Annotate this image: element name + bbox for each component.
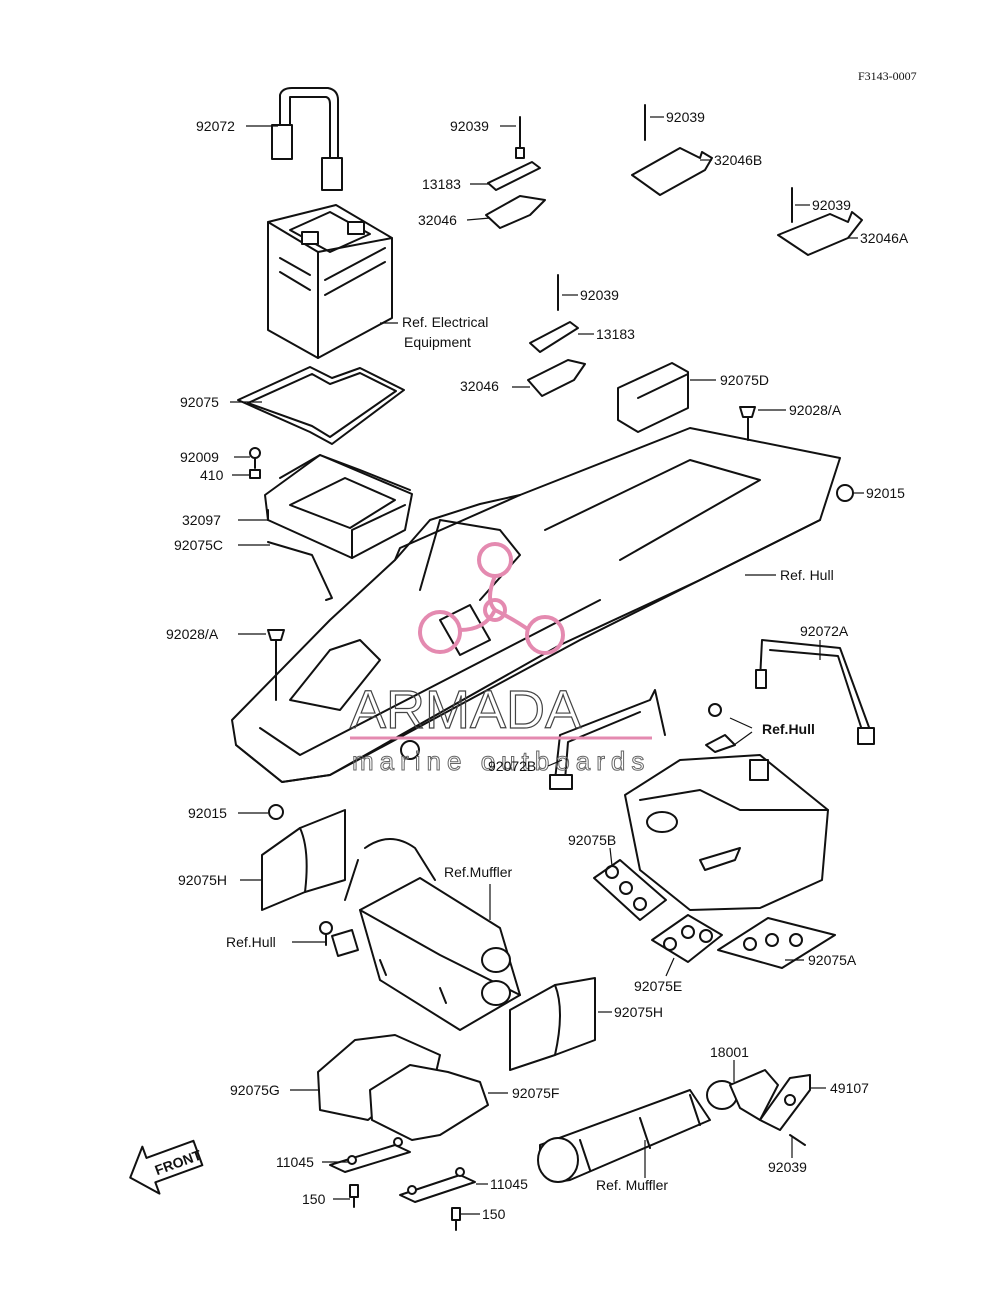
callout-label: Ref. Electrical	[402, 314, 488, 330]
exhaust-pipe	[537, 1089, 711, 1183]
strap-92072B	[549, 689, 666, 790]
callout-label: 18001	[710, 1044, 749, 1060]
callout-label: 11045	[276, 1154, 314, 1170]
fuel-tank	[624, 754, 829, 911]
callout-label: 92015	[188, 805, 227, 821]
callout-label: 92039	[450, 118, 489, 134]
battery-pad	[237, 366, 405, 445]
callout-label: 92075C	[174, 537, 223, 553]
callout-label: Equipment	[404, 334, 471, 350]
pad-92075H-upper	[261, 809, 346, 911]
battery-strap	[271, 87, 343, 191]
callout-label: 92075G	[230, 1082, 280, 1098]
hull-fastener-right	[705, 703, 736, 753]
callout-label: 32046	[460, 378, 499, 394]
bolt-92039-exhaust	[789, 1134, 806, 1146]
watermark-tagline: marine outboards	[352, 746, 650, 776]
bracket-set-right	[631, 104, 863, 256]
watermark-brand: ARMADA	[350, 680, 581, 740]
pad-92075E	[651, 914, 723, 963]
callout-label: 92039	[580, 287, 619, 303]
pad-92075D	[617, 362, 689, 433]
callout-label: 92015	[866, 485, 905, 501]
callout-label: 92075H	[614, 1004, 663, 1020]
callout-label: Ref. Hull	[780, 567, 834, 583]
nut-92015-upper	[836, 484, 854, 502]
callout-label: Ref. Muffler	[596, 1177, 668, 1193]
plug-92028A-lower	[267, 629, 285, 701]
callout-labels: 92072 92039 13183 32046 92039 32046B 920…	[166, 109, 909, 1222]
gasket-49107	[759, 1074, 811, 1131]
pad-92075H-lower	[509, 977, 596, 1071]
callout-label: 92028/A	[789, 402, 842, 418]
callout-label: 32097	[182, 512, 221, 528]
watermark: ARMADA marine outboards	[349, 542, 652, 777]
callout-label: 92009	[180, 449, 219, 465]
pad-92075A	[717, 917, 836, 969]
drawing-code: F3143-0007	[858, 69, 917, 83]
callout-label: 49107	[830, 1080, 869, 1096]
callout-label: 92075F	[512, 1085, 559, 1101]
hull-fastener-left	[319, 921, 359, 957]
pad-92075B	[593, 859, 667, 921]
callout-label: 92075A	[808, 952, 857, 968]
bracket-11045-right	[399, 1167, 476, 1203]
callout-label: 92075	[180, 394, 219, 410]
muffler	[344, 838, 521, 1031]
callout-label: 150	[302, 1191, 326, 1207]
nut-410	[249, 469, 261, 479]
bolt-150-right	[451, 1207, 461, 1231]
bracket-11045-left	[329, 1137, 411, 1173]
leader-lines	[230, 116, 864, 1215]
plug-92028A-upper	[739, 406, 756, 441]
pad-92075F	[369, 1064, 489, 1141]
callout-label: 92072B	[488, 758, 536, 774]
strap-92072A	[755, 639, 875, 745]
callout-label: Ref.Hull	[226, 934, 276, 950]
front-arrow: FRONT	[129, 1139, 204, 1195]
callout-label: 150	[482, 1206, 506, 1222]
watermark-logo	[418, 542, 565, 655]
joint-18001	[706, 1069, 779, 1121]
callout-label: Ref.Muffler	[444, 864, 513, 880]
callout-label: 92075B	[568, 832, 616, 848]
screw-92009	[249, 447, 261, 469]
callout-label: 32046B	[714, 152, 762, 168]
nut-92015-lower	[268, 804, 284, 820]
callout-label: 13183	[596, 326, 635, 342]
callout-label: 92075H	[178, 872, 227, 888]
callout-label: 11045	[490, 1176, 528, 1192]
callout-label: Ref.Hull	[762, 721, 815, 737]
callout-label: 32046A	[860, 230, 909, 246]
bracket-set-middle	[527, 274, 586, 397]
battery	[267, 204, 393, 359]
callout-label: 92072A	[800, 623, 849, 639]
callout-label: 92028/A	[166, 626, 219, 642]
callout-label: 92039	[812, 197, 851, 213]
callout-label: 92075D	[720, 372, 769, 388]
callout-label: 13183	[422, 176, 461, 192]
bolt-150-left	[349, 1184, 359, 1208]
callout-label: 92075E	[634, 978, 682, 994]
callout-label: 410	[200, 467, 224, 483]
callout-label: 92039	[666, 109, 705, 125]
bracket-set-upper	[485, 116, 546, 229]
callout-label: 92072	[196, 118, 235, 134]
callout-label: 32046	[418, 212, 457, 228]
callout-label: 92039	[768, 1159, 807, 1175]
